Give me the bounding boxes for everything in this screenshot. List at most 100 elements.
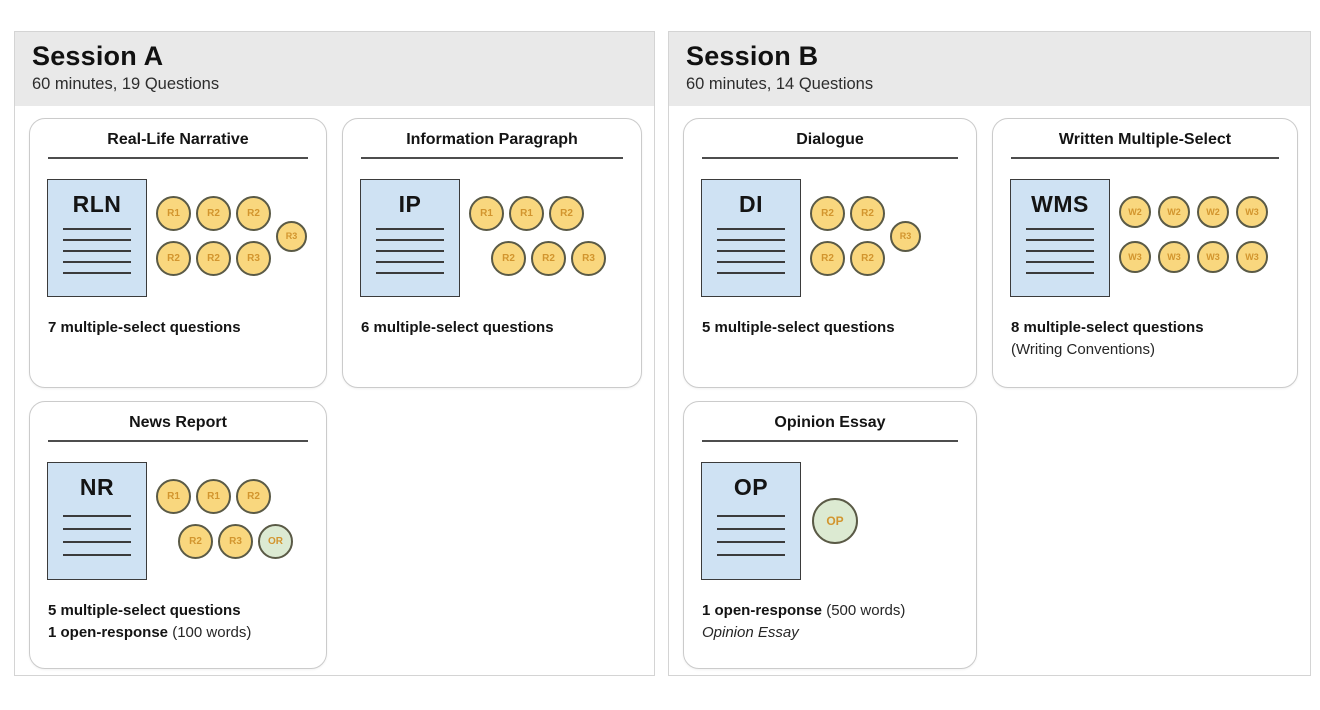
question-circle-w2: W2	[1158, 196, 1190, 228]
question-circle-r2: R2	[549, 196, 584, 231]
document-text-line	[376, 239, 444, 241]
note-segment: 7 multiple-select questions	[48, 319, 241, 336]
note-line: (Writing Conventions)	[1011, 339, 1280, 361]
question-circle-r2: R2	[810, 241, 845, 276]
card-title-rule	[702, 157, 958, 159]
card-title-rule	[48, 157, 308, 159]
note-segment: (100 words)	[168, 623, 252, 641]
note-segment: 6 multiple-select questions	[361, 319, 554, 336]
document-icon-ip: IP	[360, 179, 460, 297]
session-title: Session B	[686, 41, 819, 71]
note-segment: 1 open-response	[702, 602, 823, 619]
document-text-lines	[48, 515, 146, 556]
document-text-line	[63, 554, 131, 556]
open-response-circle-op: OP	[812, 498, 858, 544]
question-circle-w2: W2	[1197, 196, 1229, 228]
document-text-line	[1026, 250, 1094, 252]
document-icon-di: DI	[701, 179, 801, 297]
document-label: IP	[398, 191, 422, 217]
question-circle-r3: R3	[276, 220, 307, 252]
card-title-rule	[1011, 157, 1279, 159]
question-circles: OP	[812, 462, 858, 580]
note-line: 1 open-response (100 words)	[48, 622, 309, 644]
session-subtitle: 60 minutes, 19 Questions	[32, 75, 220, 94]
document-text-line	[717, 239, 785, 241]
document-text-line	[376, 272, 444, 274]
note-segment: (Writing Conventions)	[1011, 340, 1155, 358]
question-circle-r1: R1	[196, 479, 231, 514]
card-title: Written Multiple-Select	[1058, 131, 1232, 148]
card-title: Opinion Essay	[774, 414, 886, 431]
note-segment: 1 open-response	[48, 623, 169, 641]
document-text-lines	[1011, 228, 1109, 274]
session-subtitle: 60 minutes, 14 Questions	[686, 75, 874, 94]
question-circle-r2: R2	[196, 196, 231, 231]
card-notes: 1 open-response (500 words) Opinion Essay	[701, 600, 959, 644]
document-icon-rln: RLN	[47, 179, 147, 297]
note-segment: 8 multiple-select questions	[1011, 319, 1204, 336]
note-line: 5 multiple-select questions	[702, 317, 959, 339]
document-text-line	[63, 228, 131, 230]
note-segment: 5 multiple-select questions	[702, 319, 895, 336]
document-text-line	[1026, 272, 1094, 274]
document-text-line	[1026, 228, 1094, 230]
question-circle-r1: R1	[509, 196, 544, 231]
document-text-line	[63, 528, 131, 530]
document-text-line	[63, 515, 131, 517]
note-segment: Opinion Essay	[702, 623, 799, 641]
card-title: News Report	[129, 414, 227, 431]
card-notes: 8 multiple-select questions (Writing Conv…	[1010, 317, 1280, 361]
session-header-a: Session A 60 minutes, 19 Questions	[15, 32, 654, 106]
question-circle-r2: R2	[236, 479, 271, 514]
card-title: Real-Life Narrative	[107, 131, 249, 148]
card-title-rule	[48, 440, 308, 442]
document-text-line	[63, 261, 131, 263]
open-response-circle-or: OR	[258, 524, 293, 559]
document-label: NR	[79, 474, 115, 500]
question-circle-r3: R3	[218, 524, 253, 559]
question-circle-w3: W3	[1236, 241, 1268, 273]
note-segment: (500 words)	[822, 602, 906, 619]
document-text-line	[717, 272, 785, 274]
note-line: 5 multiple-select questions	[48, 600, 309, 622]
document-text-line	[1026, 239, 1094, 241]
question-circle-r2: R2	[850, 196, 885, 231]
document-text-line	[717, 515, 785, 517]
document-icon-op: OP	[701, 462, 801, 580]
session-title: Session A	[32, 41, 164, 71]
question-circle-r1: R1	[469, 196, 504, 231]
document-icon-wms: WMS	[1010, 179, 1110, 297]
document-text-line	[717, 228, 785, 230]
question-circle-w2: W2	[1119, 196, 1151, 228]
document-text-lines	[702, 228, 800, 274]
question-circle-r3: R3	[571, 241, 606, 276]
document-label: DI	[739, 191, 763, 217]
card-title-rule	[702, 440, 958, 442]
